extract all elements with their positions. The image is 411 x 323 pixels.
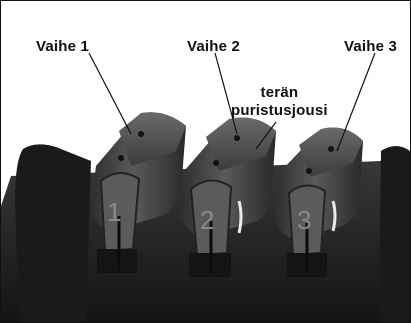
left-end-cap <box>15 144 91 322</box>
stage-1-label: Vaihe 1 <box>36 38 90 55</box>
leader-line-stage-2 <box>214 52 238 135</box>
stage-2-module <box>181 117 276 277</box>
stage-2-label: Vaihe 2 <box>187 38 241 55</box>
leader-line-stage-3 <box>336 52 376 152</box>
leader-line-stage-1 <box>88 52 132 135</box>
slot-number-1: 1 <box>107 197 121 227</box>
stage-3-module <box>275 127 363 277</box>
right-end-cap <box>379 146 410 322</box>
blade-spring-label-line1: terän <box>260 84 299 101</box>
stage-1-module <box>91 112 186 273</box>
blade-spring-label-line2: puristusjousi <box>231 102 328 119</box>
slot-number-2: 2 <box>200 205 214 235</box>
slot-number-3: 3 <box>297 205 311 235</box>
stage-3-label: Vaihe 3 <box>344 38 398 55</box>
leader-line-spring <box>255 121 277 150</box>
blade-spring-label: terän puristusjousi <box>231 84 328 120</box>
